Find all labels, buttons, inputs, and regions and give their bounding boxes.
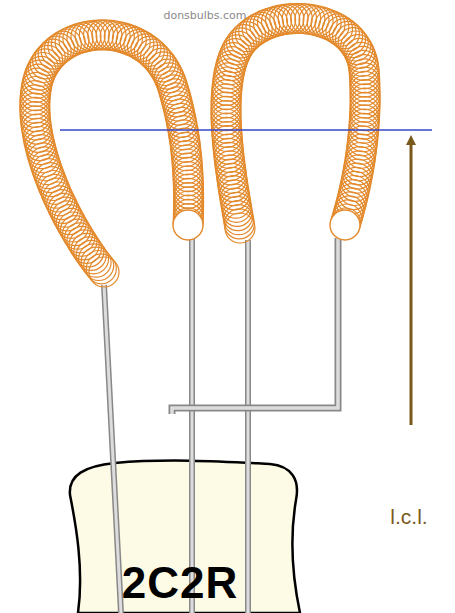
coil-end	[330, 210, 360, 240]
coil-end	[173, 210, 203, 240]
watermark: donsbulbs.com	[163, 10, 246, 21]
lcl-arrow	[410, 140, 413, 425]
lead-wires	[104, 236, 338, 613]
base-code: 2C2R	[122, 561, 239, 605]
filament-coil	[20, 4, 380, 288]
lamp-base	[70, 461, 300, 613]
lcl-reference-line	[60, 129, 432, 131]
dimension-label: l.c.l.	[390, 506, 427, 527]
